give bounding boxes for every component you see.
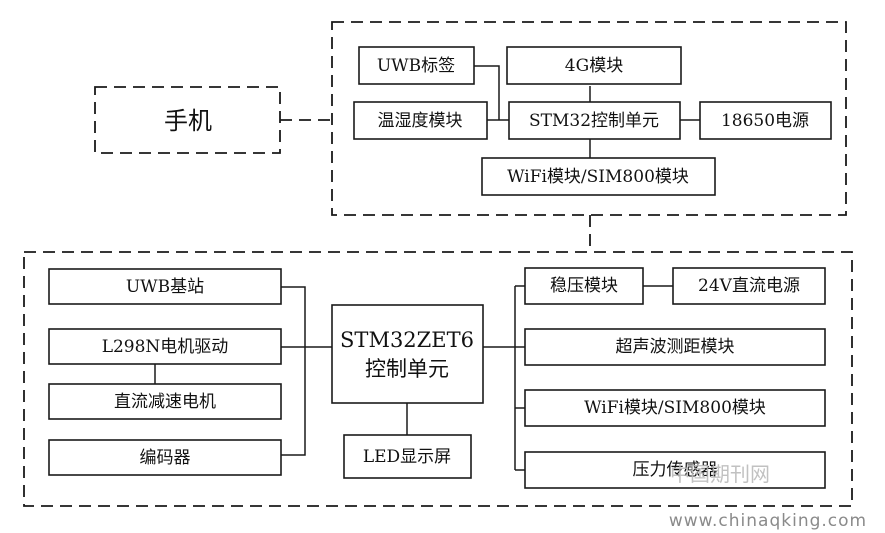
encoder-node: 编码器 xyxy=(48,439,282,476)
lower-group-boundary xyxy=(23,251,853,507)
upper-group-boundary xyxy=(331,21,847,216)
phone-label: 手机 xyxy=(164,107,212,135)
uwb-tag-label: UWB标签 xyxy=(377,56,455,76)
stm32-unit-node: STM32控制单元 xyxy=(508,101,681,140)
stm32zet6-line1: STM32ZET6 xyxy=(340,328,474,352)
dc-motor-node: 直流减速电机 xyxy=(48,383,282,420)
24v-power-label: 24V直流电源 xyxy=(698,276,800,296)
encoder-label: 编码器 xyxy=(140,448,191,468)
ultrasonic-node: 超声波测距模块 xyxy=(524,328,826,366)
l298n-driver-label: L298N电机驱动 xyxy=(102,337,229,357)
temp-humidity-node: 温湿度模块 xyxy=(353,101,488,140)
stm32zet6-unit-node: STM32ZET6 控制单元 xyxy=(331,304,484,404)
regulator-label: 稳压模块 xyxy=(550,276,618,296)
lower-wifi-sim800-node: WiFi模块/SIM800模块 xyxy=(524,389,826,427)
phone-node: 手机 xyxy=(164,107,212,135)
uwb-tag-node: UWB标签 xyxy=(358,46,475,85)
pressure-sensor-node: 压力传感器 xyxy=(524,451,826,489)
stm32-unit-label: STM32控制单元 xyxy=(529,111,659,131)
uwb-base-label: UWB基站 xyxy=(126,277,204,297)
uwb-base-node: UWB基站 xyxy=(48,268,282,305)
4g-module-node: 4G模块 xyxy=(506,46,682,85)
l298n-driver-node: L298N电机驱动 xyxy=(48,328,282,365)
watermark-url: www.chinaqking.com xyxy=(669,511,867,531)
ultrasonic-label: 超声波测距模块 xyxy=(616,337,735,357)
24v-power-node: 24V直流电源 xyxy=(672,267,826,305)
stm32zet6-line2: 控制单元 xyxy=(365,357,449,381)
pressure-sensor-label: 压力传感器 xyxy=(633,460,718,480)
regulator-node: 稳压模块 xyxy=(524,267,644,305)
upper-wires xyxy=(474,65,700,158)
watermark-cn: 中国期刊网 xyxy=(670,462,770,486)
upper-wifi-sim800-node: WiFi模块/SIM800模块 xyxy=(481,157,716,196)
temp-humidity-label: 温湿度模块 xyxy=(378,111,463,131)
dc-motor-label: 直流减速电机 xyxy=(114,392,216,412)
18650-power-node: 18650电源 xyxy=(699,101,832,140)
lower-wifi-sim800-label: WiFi模块/SIM800模块 xyxy=(584,398,766,418)
upper-wifi-sim800-label: WiFi模块/SIM800模块 xyxy=(507,167,689,187)
led-screen-node: LED显示屏 xyxy=(343,434,472,479)
18650-power-label: 18650电源 xyxy=(721,111,809,131)
4g-module-label: 4G模块 xyxy=(565,56,623,76)
lower-wires xyxy=(154,285,673,471)
watermark: 中国期刊网 www.chinaqking.com xyxy=(669,462,867,531)
led-screen-label: LED显示屏 xyxy=(363,447,451,467)
